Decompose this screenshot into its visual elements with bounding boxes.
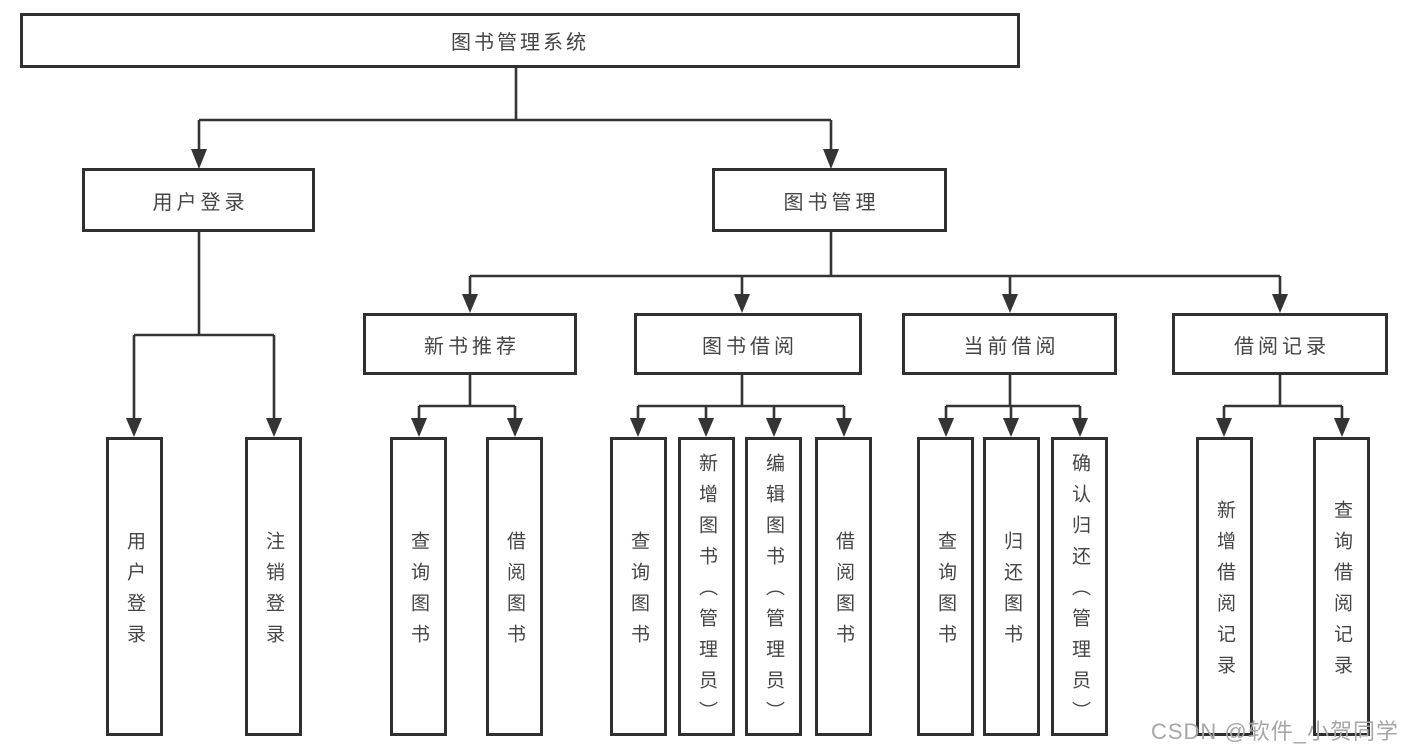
arrow-down-icon <box>1072 418 1088 437</box>
arrow-down-icon <box>191 149 207 169</box>
arrow-down-icon <box>938 418 954 437</box>
leaf-label: 编辑图书（管理员） <box>763 453 784 732</box>
arrow-down-icon <box>836 418 852 437</box>
leaf-label: 借阅图书 <box>833 530 854 655</box>
leaf-label: 查询借阅记录 <box>1331 499 1352 686</box>
leaf-return-books: 归还图书 <box>983 437 1040 736</box>
arrow-down-icon <box>630 418 646 437</box>
leaf-query-borrow-record: 查询借阅记录 <box>1313 437 1370 736</box>
arrow-down-icon <box>1334 418 1350 437</box>
leaf-borrow-books-1: 借阅图书 <box>486 437 543 736</box>
arrow-down-icon <box>462 294 478 313</box>
leaf-query-books-2: 查询图书 <box>610 437 667 736</box>
leaf-edit-books-admin: 编辑图书（管理员） <box>745 437 802 736</box>
leaf-label: 查询图书 <box>935 530 956 655</box>
arrow-down-icon <box>1003 418 1019 437</box>
connector-bookborrowing-to-leaves <box>630 375 852 437</box>
arrow-down-icon <box>823 149 839 169</box>
leaf-label: 新增借阅记录 <box>1214 499 1235 686</box>
arrow-down-icon <box>507 418 523 437</box>
node-new-book-recommendation: 新书推荐 <box>363 313 577 375</box>
leaf-user-login: 用户登录 <box>106 437 163 736</box>
node-current-borrowing: 当前借阅 <box>902 313 1117 375</box>
connector-borrowingrecords-to-leaves <box>1216 375 1350 437</box>
leaf-logout: 注销登录 <box>245 437 302 736</box>
leaf-label: 查询图书 <box>628 530 649 655</box>
node-book-borrowing: 图书借阅 <box>634 313 862 375</box>
node-book-management: 图书管理 <box>712 168 947 232</box>
leaf-add-books-admin: 新增图书（管理员） <box>678 437 735 736</box>
arrow-down-icon <box>698 418 714 437</box>
leaf-query-books-3: 查询图书 <box>917 437 974 736</box>
connector-bookmgmt-to-level3 <box>462 232 1288 313</box>
leaf-label: 借阅图书 <box>504 530 525 655</box>
node-borrowing-records: 借阅记录 <box>1172 313 1388 375</box>
csdn-watermark: CSDN @软件_小贺同学 <box>1150 719 1399 744</box>
leaf-label: 用户登录 <box>124 530 145 655</box>
node-root-library-system: 图书管理系统 <box>20 13 1020 68</box>
arrow-down-icon <box>1216 418 1232 437</box>
connector-root-to-level2 <box>191 68 839 169</box>
leaf-label: 归还图书 <box>1001 530 1022 655</box>
leaf-query-books-1: 查询图书 <box>390 437 447 736</box>
arrow-down-icon <box>1272 294 1288 313</box>
arrow-down-icon <box>734 294 750 313</box>
leaf-label: 确认归还（管理员） <box>1069 453 1090 732</box>
leaf-label: 新增图书（管理员） <box>696 453 717 732</box>
arrow-down-icon <box>411 418 427 437</box>
leaf-label: 注销登录 <box>263 530 284 655</box>
arrow-down-icon <box>266 418 282 437</box>
leaf-confirm-return-admin: 确认归还（管理员） <box>1051 437 1108 736</box>
connector-userlogin-to-leaves <box>126 232 282 437</box>
arrow-down-icon <box>1002 294 1018 313</box>
leaf-add-borrow-record: 新增借阅记录 <box>1196 437 1253 736</box>
connector-currentborrowing-to-leaves <box>938 375 1088 437</box>
arrow-down-icon <box>126 418 142 437</box>
leaf-borrow-books-2: 借阅图书 <box>815 437 872 736</box>
node-user-login: 用户登录 <box>82 168 315 232</box>
leaf-label: 查询图书 <box>408 530 429 655</box>
arrow-down-icon <box>766 418 782 437</box>
connector-newbooks-to-leaves <box>411 375 523 437</box>
